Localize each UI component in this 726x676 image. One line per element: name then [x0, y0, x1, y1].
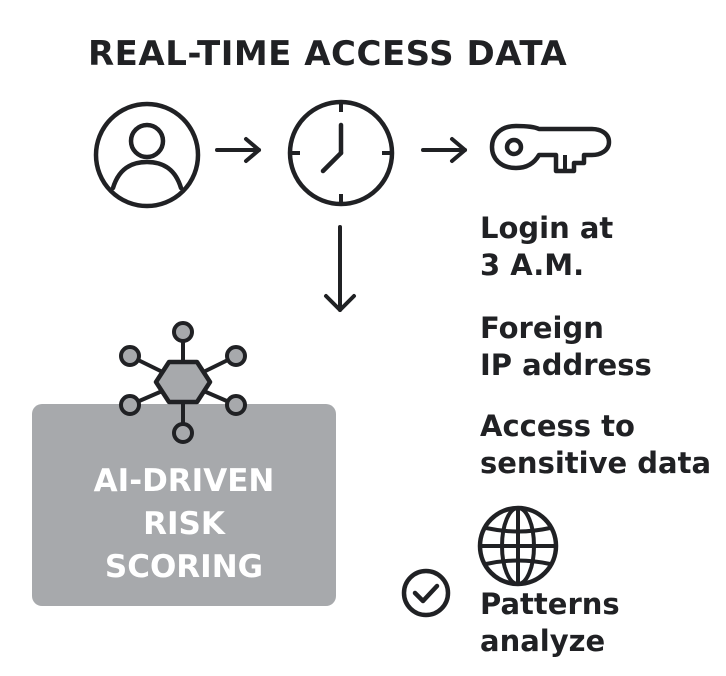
outcome-line: analyze	[480, 624, 606, 658]
signal-line: Access to	[480, 409, 635, 443]
checkmark-icon	[398, 568, 454, 618]
signal-line: sensitive data	[480, 446, 712, 480]
risk-label-line: RISK	[143, 506, 225, 542]
signal-foreign-ip: Foreign IP address	[480, 310, 652, 384]
globe-icon	[476, 504, 560, 588]
arrow-right-icon	[420, 135, 470, 165]
key-icon	[488, 120, 614, 178]
signal-line: Login at	[480, 211, 614, 245]
signal-login-time: Login at 3 A.M.	[480, 210, 613, 284]
clock-icon	[285, 97, 397, 209]
signal-sensitive-data: Access to sensitive data	[480, 408, 711, 482]
user-icon	[92, 100, 202, 210]
outcome-line: Patterns	[480, 587, 620, 621]
signal-line: Foreign	[480, 311, 604, 345]
arrow-right-icon	[214, 135, 264, 165]
risk-label-line: SCORING	[104, 549, 264, 585]
network-icon	[116, 320, 254, 446]
signal-line: IP address	[480, 348, 652, 382]
arrow-down-icon	[320, 224, 360, 316]
signal-line: 3 A.M.	[480, 248, 585, 282]
risk-label-line: AI-DRIVEN	[93, 463, 275, 499]
outcome-patterns-analyze: Patterns analyze	[480, 586, 620, 660]
risk-scoring-label: AI-DRIVEN RISK SCORING	[32, 460, 336, 589]
diagram-title: REAL-TIME ACCESS DATA	[88, 34, 568, 74]
